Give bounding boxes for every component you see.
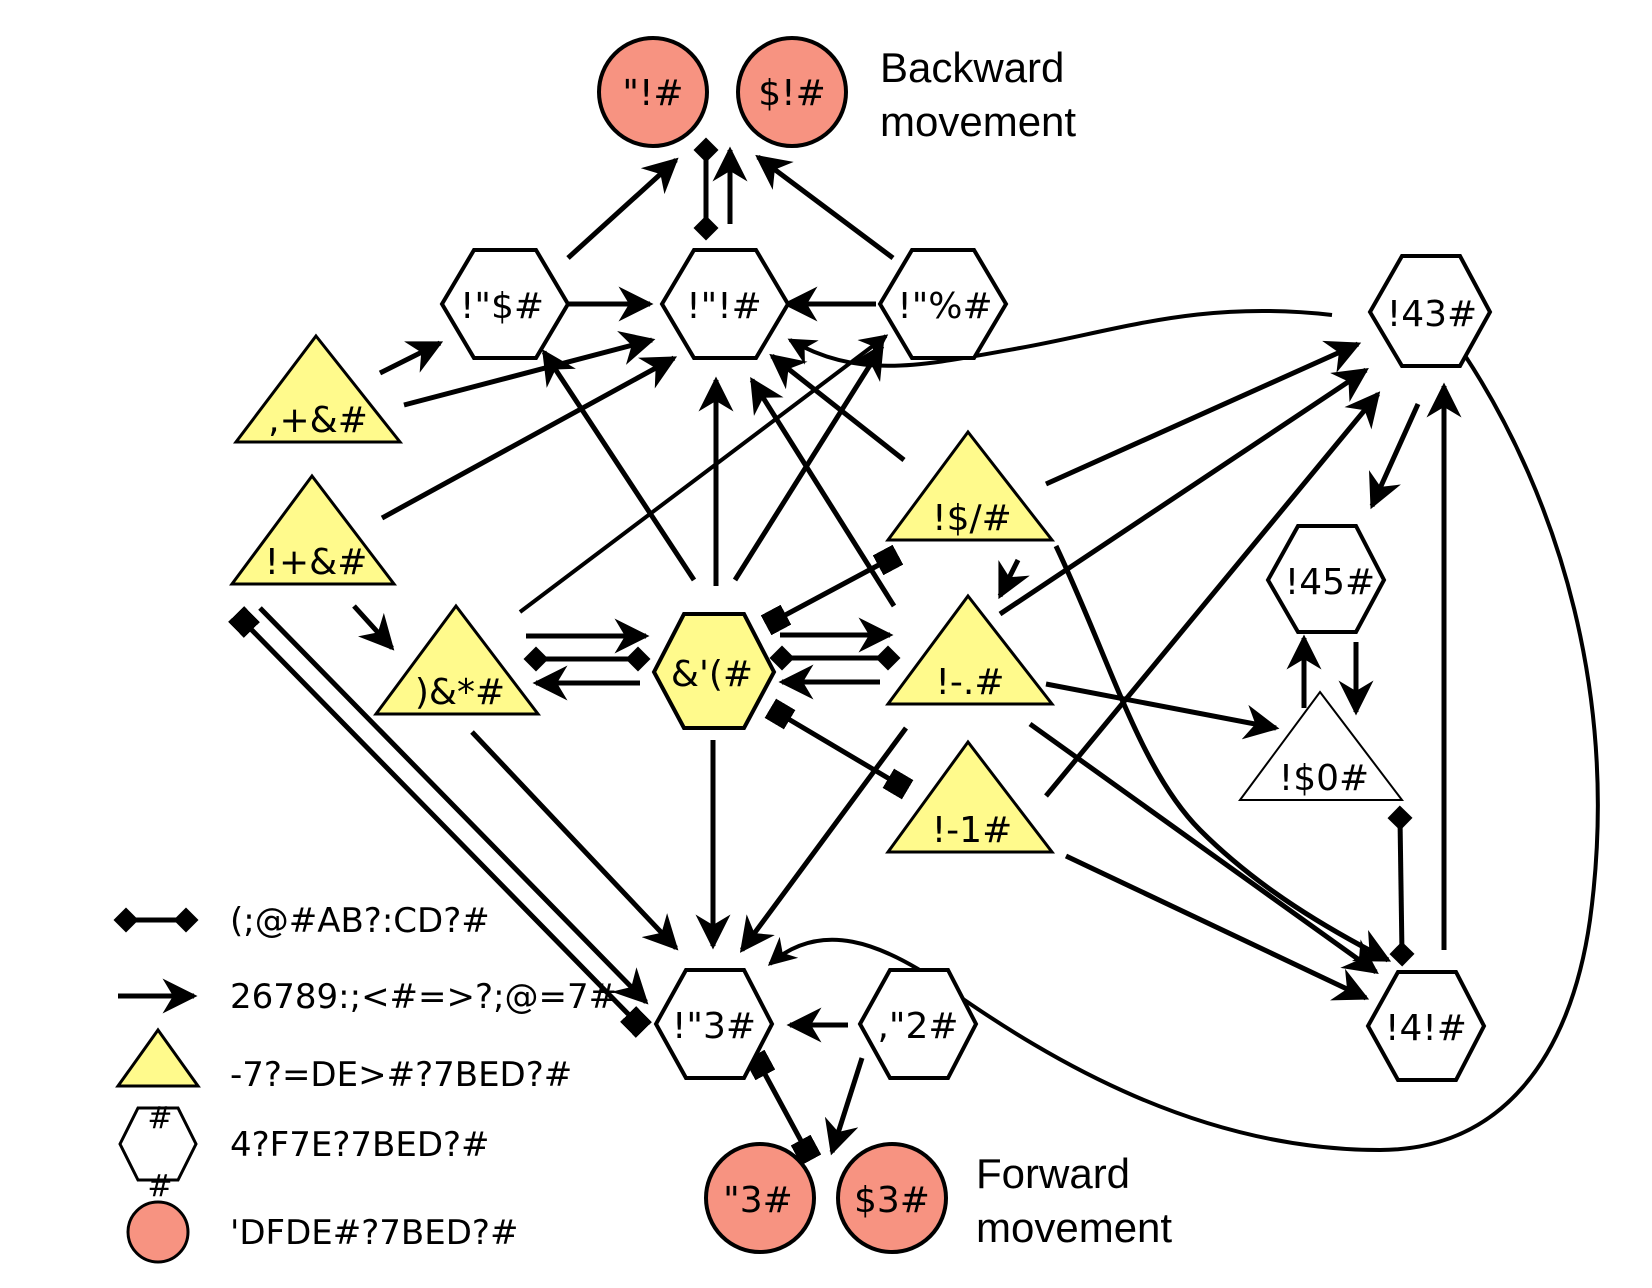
triangle-node-ra[interactable]: )&*#	[373, 603, 542, 716]
hexagon-mark-top: #	[147, 1101, 172, 1136]
edge-arrow	[518, 334, 889, 614]
edge-diamond	[1387, 805, 1415, 967]
hexagon-node-41[interactable]: !4!#	[1365, 970, 1487, 1082]
triangle-node-md[interactable]: !-.#	[885, 593, 1056, 706]
triangle-icon	[115, 1027, 201, 1088]
legend-item-diamond-line: (;@#AB?:CD?#	[113, 901, 490, 941]
node-label: !43#	[1387, 294, 1477, 335]
edge-arrow	[769, 353, 906, 462]
node-label: !"$#	[460, 286, 544, 327]
legend-item-triangle: -7?=DE>#?7BED?#	[115, 1027, 572, 1095]
legend-label: 'DFDE#?7BED?#	[230, 1213, 518, 1253]
edge-arrow	[1028, 721, 1379, 975]
node-label: !4!#	[1385, 1008, 1467, 1049]
edge-arrow	[998, 367, 1369, 617]
node-label: !$0#	[1279, 758, 1369, 799]
node-label: )&*#	[415, 672, 505, 713]
edge-arrow	[258, 606, 649, 1005]
edge-arrow	[1053, 544, 1392, 963]
legend-item-circle: 'DFDE#?7BED?#	[126, 1200, 518, 1264]
hexagon-node-3[interactable]: !"3#	[653, 968, 775, 1080]
node-label: ,+&#	[268, 400, 368, 441]
legend-item-arrow: 26789:;<#=>?;@=7#	[118, 977, 617, 1017]
legend-label: 4?F7E?7BED?#	[230, 1125, 490, 1165]
hexagon-node-1p[interactable]: !"%#	[877, 248, 1009, 360]
node-label: "3#	[723, 1180, 793, 1221]
circle-node-backward-1[interactable]: "!#	[597, 36, 709, 148]
triangle-node-m1[interactable]: !-1#	[885, 739, 1056, 854]
hexagon-node-43[interactable]: !43#	[1367, 254, 1493, 368]
circle-node-forward-2[interactable]: $3#	[836, 1142, 948, 1254]
edges	[228, 137, 1600, 1166]
node-label: !"%#	[897, 286, 992, 327]
nodes: "!# $!# Backward movement !"$# !"!# !"%#…	[229, 36, 1493, 1254]
edge-square	[744, 1049, 822, 1166]
circle-icon	[126, 1200, 190, 1264]
edge-square	[764, 698, 914, 800]
hexagon-node-1s[interactable]: !"$#	[439, 248, 571, 360]
hexagon-node-45[interactable]: !45#	[1265, 524, 1387, 634]
legend: (;@#AB?:CD?# 26789:;<#=>?;@=7# -7?=DE>#?…	[113, 901, 617, 1264]
edge-arrow	[739, 726, 909, 953]
node-label: !45#	[1285, 562, 1375, 603]
backward-title-line2: movement	[880, 98, 1076, 145]
hexagon-node-2[interactable]: ,"2#	[857, 968, 979, 1080]
edge-arrow	[566, 157, 679, 260]
edge-arrow	[1064, 853, 1370, 1001]
triangle-node-epa[interactable]: !+&#	[229, 473, 398, 586]
node-label: &'(#	[671, 654, 753, 695]
edge-arrow	[749, 377, 897, 608]
edge-arrow	[470, 730, 679, 951]
edge-arrow	[403, 331, 656, 408]
node-label: !"!#	[686, 286, 762, 327]
edge-arrow	[1368, 402, 1421, 510]
triangle-node-cpa[interactable]: ,+&#	[232, 333, 404, 444]
node-label: !$/#	[932, 498, 1012, 539]
circle-node-forward-1[interactable]: "3#	[704, 1142, 816, 1254]
edge-arrow	[1044, 391, 1381, 798]
edge-arrow	[541, 349, 697, 582]
edge-arrow	[378, 340, 444, 376]
forward-title-line1: Forward	[976, 1150, 1130, 1197]
node-label: !+&#	[265, 542, 368, 583]
node-label: $3#	[854, 1180, 930, 1221]
hexagon-node-center[interactable]: &'(#	[651, 612, 777, 730]
edge-curve-arrow	[787, 308, 1333, 368]
legend-label: (;@#AB?:CD?#	[230, 901, 490, 941]
hexagon-node-1e[interactable]: !"!#	[659, 248, 791, 360]
hexagon-mark-bottom: #	[147, 1169, 172, 1204]
hexagon-icon	[118, 1106, 198, 1182]
edge-arrow	[1044, 340, 1362, 487]
edge-arrow	[824, 1057, 865, 1156]
node-label: $!#	[758, 73, 826, 114]
node-label: !-1#	[932, 810, 1013, 851]
edge-arrow	[755, 154, 895, 261]
edge-arrow	[997, 558, 1030, 600]
triangle-node-s0[interactable]: !$0#	[1238, 690, 1405, 801]
legend-label: -7?=DE>#?7BED?#	[230, 1055, 572, 1095]
node-label: "!#	[622, 73, 683, 114]
backward-title-line1: Backward	[880, 44, 1064, 91]
edge-arrow	[732, 343, 885, 582]
triangle-node-sd[interactable]: !$/#	[885, 429, 1056, 542]
node-label: !"3#	[672, 1006, 756, 1047]
edge-square	[228, 606, 652, 1038]
node-label: !-.#	[935, 662, 1004, 703]
edge-arrow	[380, 355, 678, 521]
circle-node-backward-2[interactable]: $!#	[736, 36, 848, 148]
edge-arrow	[352, 604, 395, 651]
forward-title-line2: movement	[976, 1204, 1172, 1251]
edge-arrow	[1045, 681, 1280, 740]
legend-item-hexagon: # # 4?F7E?7BED?#	[118, 1101, 490, 1204]
legend-label: 26789:;<#=>?;@=7#	[230, 977, 617, 1017]
node-label: ,"2#	[877, 1006, 958, 1047]
